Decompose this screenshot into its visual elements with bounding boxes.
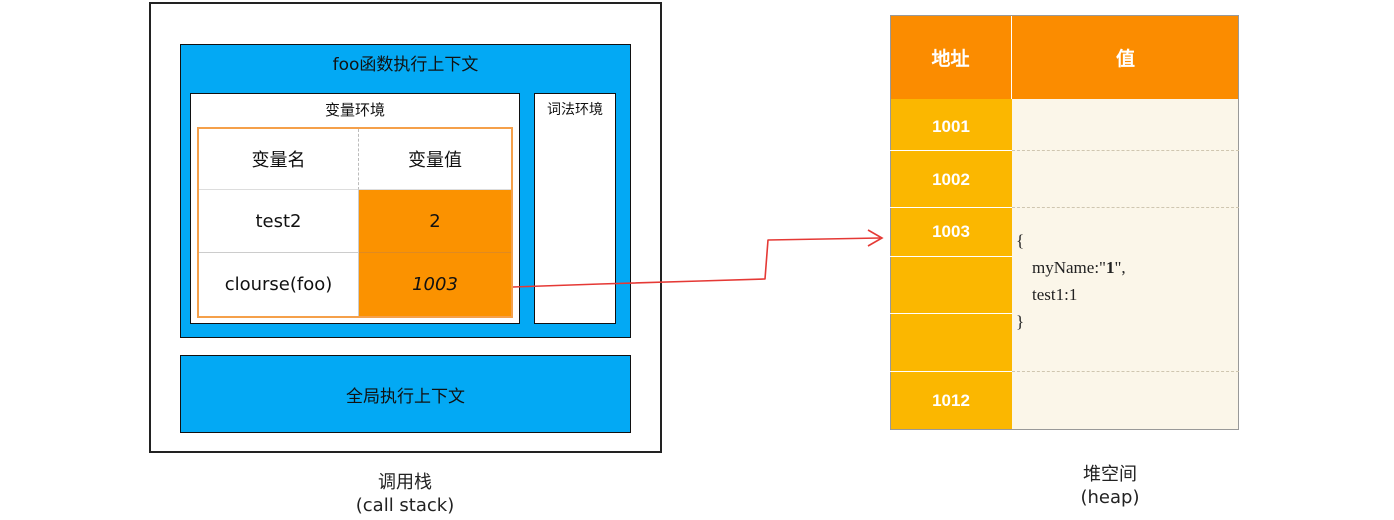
- variable-value-cell: 1003: [359, 253, 511, 316]
- heap-row-divider: [890, 371, 1012, 372]
- heap-address-column: [890, 99, 1012, 430]
- variable-value-header: 变量值: [359, 129, 511, 190]
- heap-value-header: 值: [1012, 15, 1239, 99]
- heap-caption: 堆空间: [1083, 464, 1137, 485]
- heap-address-cell: 1001: [932, 117, 970, 136]
- heap-row-divider: [1012, 150, 1239, 151]
- variable-name-cell: test2: [199, 190, 359, 253]
- heap-address-cell: 1002: [932, 170, 970, 189]
- variable-table: [197, 127, 513, 318]
- property-key: myName:": [1032, 258, 1106, 277]
- heap-object-value: { myName:"1", test1:1 }: [1016, 227, 1216, 335]
- heap-address-cell: 1003: [932, 222, 970, 241]
- global-execution-context: 全局执行上下文: [180, 355, 631, 433]
- heap-table: [890, 15, 1239, 430]
- variable-name-cell: clourse(foo): [199, 253, 359, 316]
- call-stack-caption-en: (call stack): [355, 495, 455, 516]
- variable-value-cell: 2: [359, 190, 511, 253]
- call-stack-frame: [149, 2, 662, 453]
- property-value: 1: [1105, 258, 1115, 277]
- heap-row-divider: [890, 207, 1012, 208]
- variable-environment-title: 变量环境: [324, 101, 385, 119]
- heap-address-cell: 1012: [932, 391, 970, 410]
- heap-caption-en: (heap): [1080, 487, 1140, 508]
- property-end: ",: [1114, 258, 1126, 277]
- object-open-brace: {: [1016, 231, 1025, 250]
- heap-value-column: [1012, 99, 1239, 430]
- call-stack-caption: 调用栈: [378, 472, 432, 493]
- heap-row-divider: [890, 256, 1012, 257]
- arrow-head: [867, 229, 884, 247]
- object-property-myname: myName:"1",: [1016, 254, 1216, 281]
- heap-row-divider: [1012, 371, 1239, 372]
- heap-row-divider: [890, 313, 1012, 314]
- heap-row-divider: [890, 150, 1012, 151]
- foo-context-title: foo函数执行上下文: [332, 55, 479, 75]
- heap-address-header: 地址: [890, 15, 1012, 99]
- lexical-environment-title: 词法环境: [547, 102, 603, 118]
- heap-row-divider: [1012, 207, 1239, 208]
- object-property-test1: test1:1: [1032, 285, 1078, 304]
- arrow-line: [512, 237, 881, 288]
- object-close-brace: }: [1016, 312, 1025, 331]
- variable-name-header: 变量名: [199, 129, 359, 190]
